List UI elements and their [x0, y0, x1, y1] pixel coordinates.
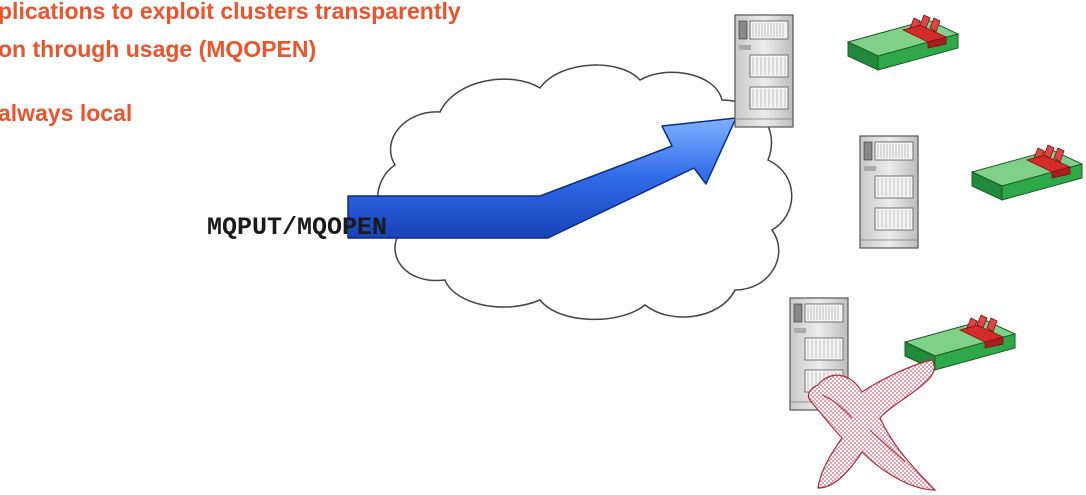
server-icon: [859, 135, 919, 249]
queue-icon: [971, 144, 1083, 201]
bullet-line-2: on through usage (MQOPEN): [0, 36, 317, 62]
server-icon: [734, 14, 794, 128]
bullet-line-1: plications to exploit clusters transpare…: [0, 0, 461, 24]
queue-icon: [847, 14, 959, 71]
bullet-line-3: always local: [0, 100, 133, 126]
queue-icon: [904, 314, 1016, 371]
arrow-icon: [347, 117, 737, 239]
failure-cross-icon: [807, 359, 937, 491]
mqput-mqopen-label: MQPUT/MQOPEN: [207, 213, 388, 242]
